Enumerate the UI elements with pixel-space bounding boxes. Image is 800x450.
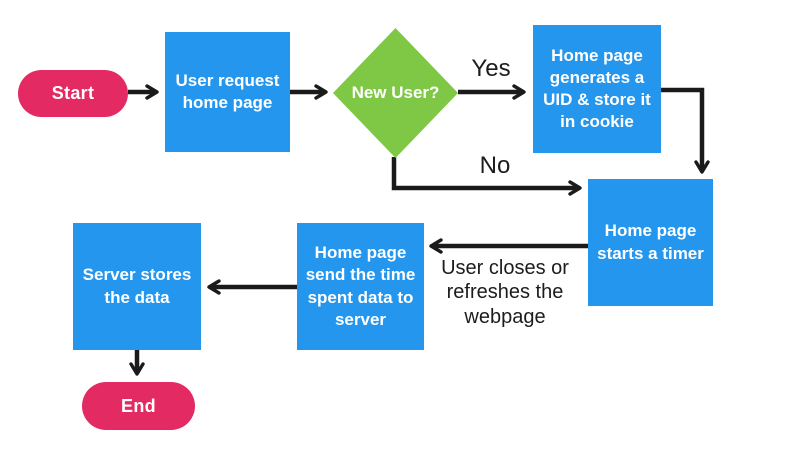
edge-uid-to-timer — [661, 87, 710, 174]
node-start-label: Start — [51, 83, 95, 103]
edge-label-yes: Yes — [471, 55, 511, 82]
node-generate-uid-label: Home page generates a UID & store it in … — [543, 45, 651, 132]
node-start-timer-label: Home page starts a timer — [597, 221, 704, 263]
node-generate-uid: Home page generates a UID & store it in … — [533, 25, 661, 153]
node-request-home-label: User request home page — [175, 70, 280, 112]
node-new-user-label: New User? — [351, 83, 440, 102]
node-end: End — [82, 382, 195, 430]
node-end-label: End — [121, 395, 156, 416]
edge-label-close-event: User closes or refreshes the webpage — [441, 257, 569, 328]
edge-label-no: No — [479, 152, 511, 179]
node-request-home: User request home page — [165, 32, 290, 152]
node-send-data: Home page send the time spent data to se… — [297, 223, 424, 350]
node-store-data: Server stores the data — [73, 223, 201, 350]
edge-decision-no — [391, 157, 582, 196]
node-start: Start — [18, 70, 128, 117]
node-send-data-label: Home page send the time spent data to se… — [305, 243, 416, 329]
node-start-timer: Home page starts a timer — [588, 179, 713, 306]
node-store-data-label: Server stores the data — [82, 265, 192, 307]
